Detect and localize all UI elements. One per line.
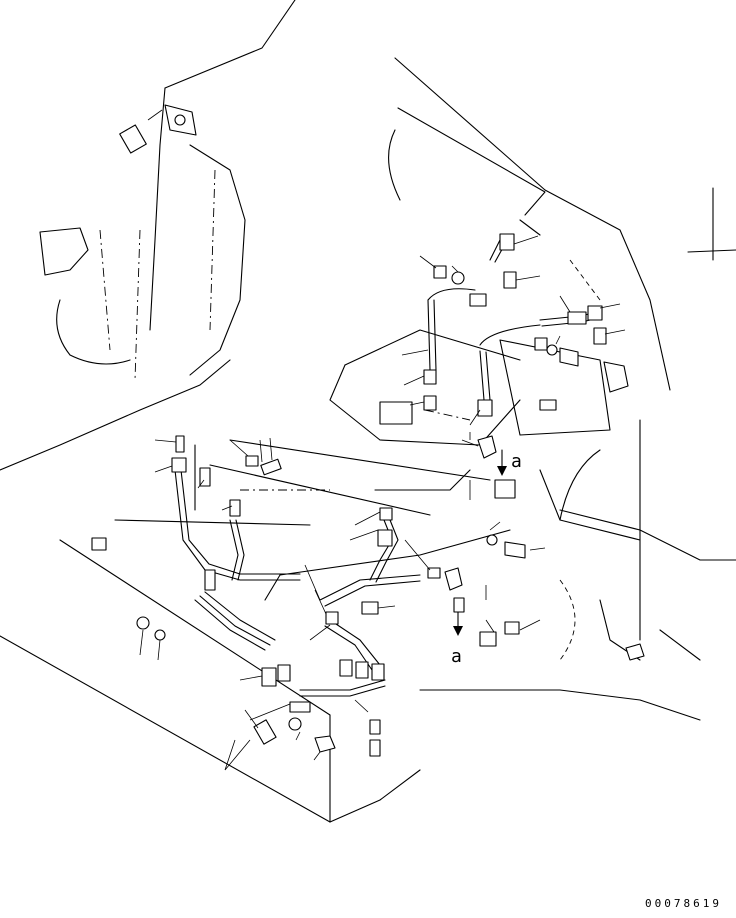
arrow-down-lower [453,626,463,636]
frame-outline [0,0,736,823]
fittings [91,104,645,757]
leader-lines [139,109,626,771]
drawing-number: 00078619 [645,897,722,910]
hydraulic-pipes [174,237,599,697]
reference-label-a-lower: a [451,646,462,667]
arrow-down-upper [497,466,507,476]
reference-label-a-upper: a [511,451,522,472]
reference-arrows [453,449,507,636]
